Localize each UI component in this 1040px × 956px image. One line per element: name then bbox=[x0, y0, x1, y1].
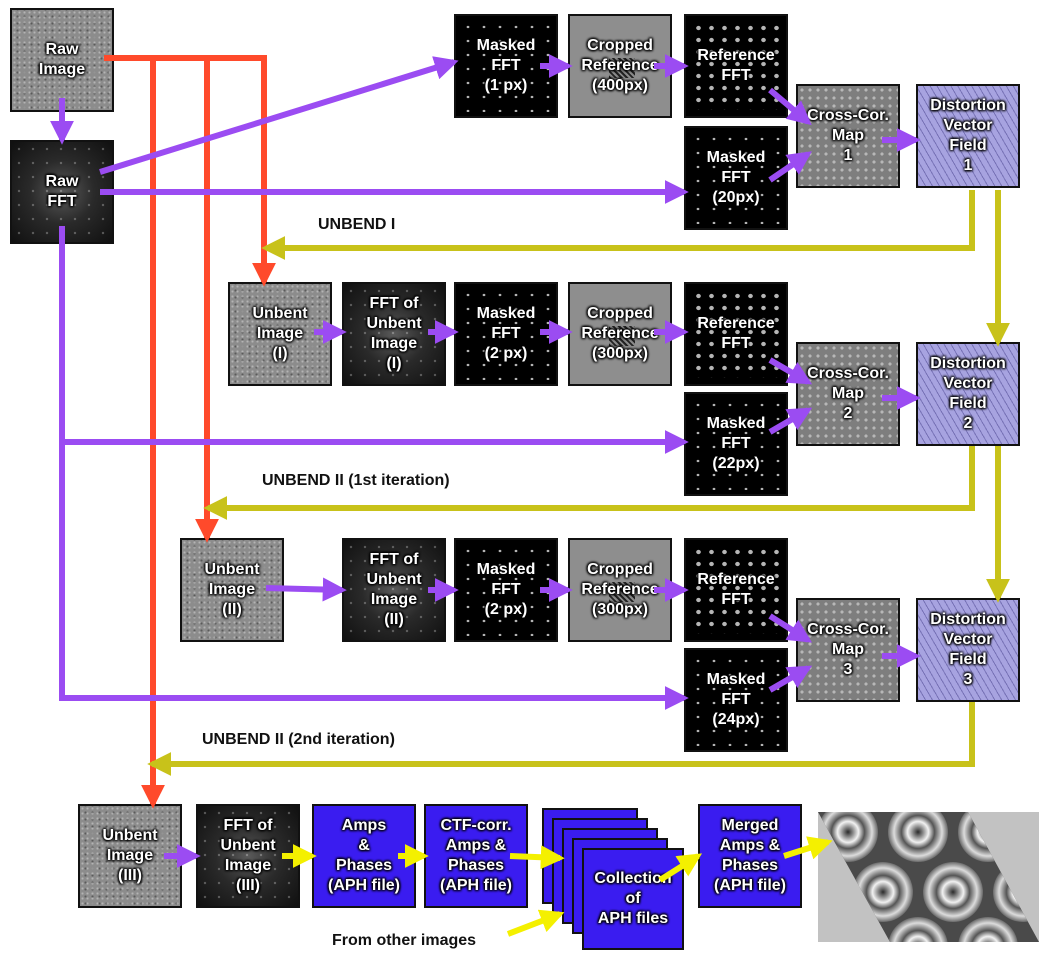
reference-fft-3-label: Reference FFT bbox=[697, 570, 774, 610]
raw-image-node: Raw Image bbox=[10, 8, 114, 112]
purple-arrow-fft-to-masked-1px bbox=[100, 62, 454, 172]
cropped-reference-300-a-label: Cropped Reference (300px) bbox=[581, 304, 658, 364]
distortion-field-2-node: Distortion Vector Field 2 bbox=[916, 342, 1020, 446]
reference-fft-2-node: Reference FFT bbox=[684, 282, 788, 386]
red-arrow-raw-to-unbent-1 bbox=[104, 58, 264, 282]
collection-label: Collection of APH files bbox=[594, 869, 671, 929]
unbent-image-3-node: Unbent Image (III) bbox=[78, 804, 182, 908]
masked-fft-1px-label: Masked FFT (1 px) bbox=[477, 36, 536, 96]
distortion-field-3-node: Distortion Vector Field 3 bbox=[916, 598, 1020, 702]
reference-fft-1-node: Reference FFT bbox=[684, 14, 788, 118]
cropped-reference-400-node: Cropped Reference (400px) bbox=[568, 14, 672, 118]
unbend-1-caption: UNBEND I bbox=[318, 216, 395, 234]
cross-cor-map-3-node: Cross-Cor. Map 3 bbox=[796, 598, 900, 702]
distortion-field-1-label: Distortion Vector Field 1 bbox=[930, 96, 1006, 176]
amps-phases-node: Amps & Phases (APH file) bbox=[312, 804, 416, 908]
cropped-reference-300-b-label: Cropped Reference (300px) bbox=[581, 560, 658, 620]
masked-fft-1px-node: Masked FFT (1 px) bbox=[454, 14, 558, 118]
cross-cor-map-2-label: Cross-Cor. Map 2 bbox=[807, 364, 889, 424]
masked-fft-2px-a-node: Masked FFT (2 px) bbox=[454, 282, 558, 386]
reference-fft-2-label: Reference FFT bbox=[697, 314, 774, 354]
unbend-2-second-caption: UNBEND II (2nd iteration) bbox=[202, 731, 395, 749]
cross-cor-map-3-label: Cross-Cor. Map 3 bbox=[807, 620, 889, 680]
amps-phases-label: Amps & Phases (APH file) bbox=[328, 816, 400, 896]
cross-cor-map-1-label: Cross-Cor. Map 1 bbox=[807, 106, 889, 166]
unbent-image-2-node: Unbent Image (II) bbox=[180, 538, 284, 642]
yellow-arrow-from-other-images bbox=[508, 914, 560, 934]
masked-fft-2px-b-node: Masked FFT (2 px) bbox=[454, 538, 558, 642]
cross-cor-map-1-node: Cross-Cor. Map 1 bbox=[796, 84, 900, 188]
merged-projection-map-image bbox=[818, 812, 1039, 942]
masked-fft-20px-node: Masked FFT (20px) bbox=[684, 126, 788, 230]
unbent-image-1-label: Unbent Image (I) bbox=[252, 304, 307, 364]
raw-fft-node: Raw FFT bbox=[10, 140, 114, 244]
fft-unbent-2-node: FFT of Unbent Image (II) bbox=[342, 538, 446, 642]
raw-fft-label: Raw FFT bbox=[46, 172, 79, 212]
distortion-field-3-label: Distortion Vector Field 3 bbox=[930, 610, 1006, 690]
masked-fft-2px-a-label: Masked FFT (2 px) bbox=[477, 304, 536, 364]
masked-fft-2px-b-label: Masked FFT (2 px) bbox=[477, 560, 536, 620]
unbent-image-1-node: Unbent Image (I) bbox=[228, 282, 332, 386]
distortion-field-1-node: Distortion Vector Field 1 bbox=[916, 84, 1020, 188]
distortion-field-2-label: Distortion Vector Field 2 bbox=[930, 354, 1006, 434]
reference-fft-3-node: Reference FFT bbox=[684, 538, 788, 642]
raw-image-label: Raw Image bbox=[39, 40, 85, 80]
masked-fft-20px-label: Masked FFT (20px) bbox=[707, 148, 766, 208]
cross-cor-map-2-node: Cross-Cor. Map 2 bbox=[796, 342, 900, 446]
merged-label: Merged Amps & Phases (APH file) bbox=[714, 816, 786, 896]
fft-unbent-3-label: FFT of Unbent Image (III) bbox=[220, 816, 275, 896]
cropped-reference-400-label: Cropped Reference (400px) bbox=[581, 36, 658, 96]
merged-node: Merged Amps & Phases (APH file) bbox=[698, 804, 802, 908]
ctf-corr-node: CTF-corr. Amps & Phases (APH file) bbox=[424, 804, 528, 908]
fft-unbent-3-node: FFT of Unbent Image (III) bbox=[196, 804, 300, 908]
fft-unbent-1-node: FFT of Unbent Image (I) bbox=[342, 282, 446, 386]
unbent-image-3-label: Unbent Image (III) bbox=[102, 826, 157, 886]
collection-node: Collection of APH files bbox=[582, 848, 684, 950]
unbent-image-2-label: Unbent Image (II) bbox=[204, 560, 259, 620]
cropped-reference-300-a-node: Cropped Reference (300px) bbox=[568, 282, 672, 386]
fft-unbent-1-label: FFT of Unbent Image (I) bbox=[366, 294, 421, 374]
cropped-reference-300-b-node: Cropped Reference (300px) bbox=[568, 538, 672, 642]
ctf-corr-label: CTF-corr. Amps & Phases (APH file) bbox=[440, 816, 512, 896]
masked-fft-22px-label: Masked FFT (22px) bbox=[707, 414, 766, 474]
masked-fft-22px-node: Masked FFT (22px) bbox=[684, 392, 788, 496]
reference-fft-1-label: Reference FFT bbox=[697, 46, 774, 86]
unbend-2-first-caption: UNBEND II (1st iteration) bbox=[262, 472, 450, 490]
masked-fft-24px-node: Masked FFT (24px) bbox=[684, 648, 788, 752]
masked-fft-24px-label: Masked FFT (24px) bbox=[707, 670, 766, 730]
fft-unbent-2-label: FFT of Unbent Image (II) bbox=[366, 550, 421, 630]
from-other-images-caption: From other images bbox=[332, 932, 476, 950]
